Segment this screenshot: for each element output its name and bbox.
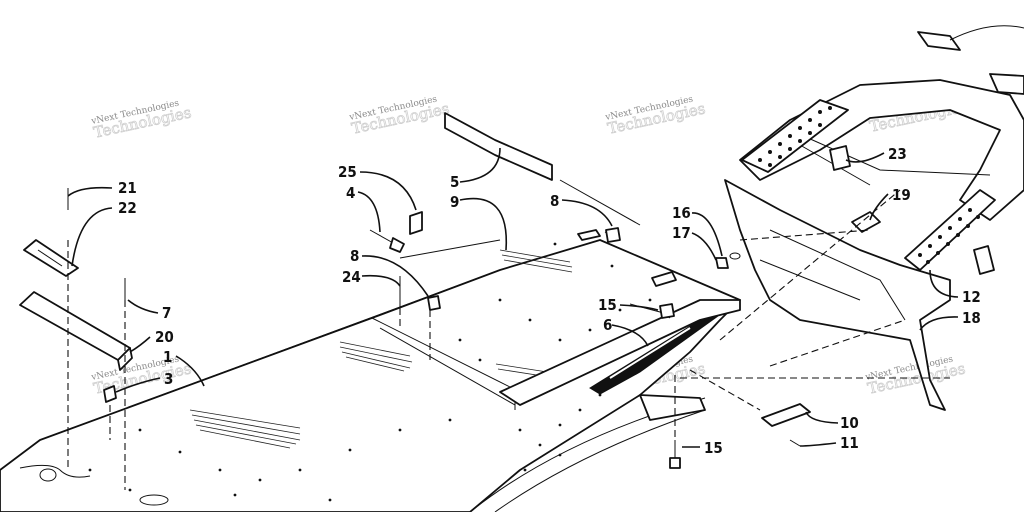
callout-leaders — [67, 147, 959, 448]
callout-11: 11 — [840, 434, 859, 452]
rear-bumper — [724, 179, 951, 411]
callout-16: 16 — [672, 204, 691, 222]
callout-8b: 8 — [550, 192, 559, 210]
assembly-paths — [67, 189, 950, 490]
callout-25: 25 — [338, 163, 357, 181]
rivet-holes — [88, 242, 652, 502]
callout-17: 17 — [672, 224, 691, 242]
callout-10: 10 — [840, 414, 859, 432]
callout-3: 3 — [164, 370, 173, 388]
callout-19: 19 — [892, 186, 911, 204]
grab-bar — [739, 25, 1024, 271]
callout-23: 23 — [888, 145, 907, 163]
callout-18: 18 — [962, 309, 981, 327]
callout-9: 9 — [450, 193, 459, 211]
callout-21: 21 — [118, 179, 137, 197]
decal — [589, 315, 719, 395]
callout-15b: 15 — [704, 439, 723, 457]
watermark: Technologies vNext Technologies — [604, 94, 708, 138]
side-rail — [499, 299, 741, 421]
callout-4: 4 — [346, 184, 355, 202]
watermark: Technologies vNext Technologies — [90, 98, 194, 142]
callout-8: 8 — [350, 247, 359, 265]
tunnel-panel — [0, 239, 741, 512]
callout-22: 22 — [118, 199, 137, 217]
watermark: Technologies vNext Technologies — [348, 94, 452, 138]
callouts: 21 22 7 20 1 3 25 4 8 24 5 9 8 16 17 15 … — [118, 145, 981, 457]
callout-20: 20 — [155, 328, 174, 346]
callout-1: 1 — [163, 348, 172, 366]
callout-24: 24 — [342, 268, 361, 286]
callout-12: 12 — [962, 288, 981, 306]
callout-5: 5 — [450, 173, 459, 191]
callout-7: 7 — [162, 304, 171, 322]
callout-15: 15 — [598, 296, 617, 314]
callout-6: 6 — [603, 316, 612, 334]
hardware — [19, 145, 995, 469]
foam-strip — [444, 112, 553, 181]
